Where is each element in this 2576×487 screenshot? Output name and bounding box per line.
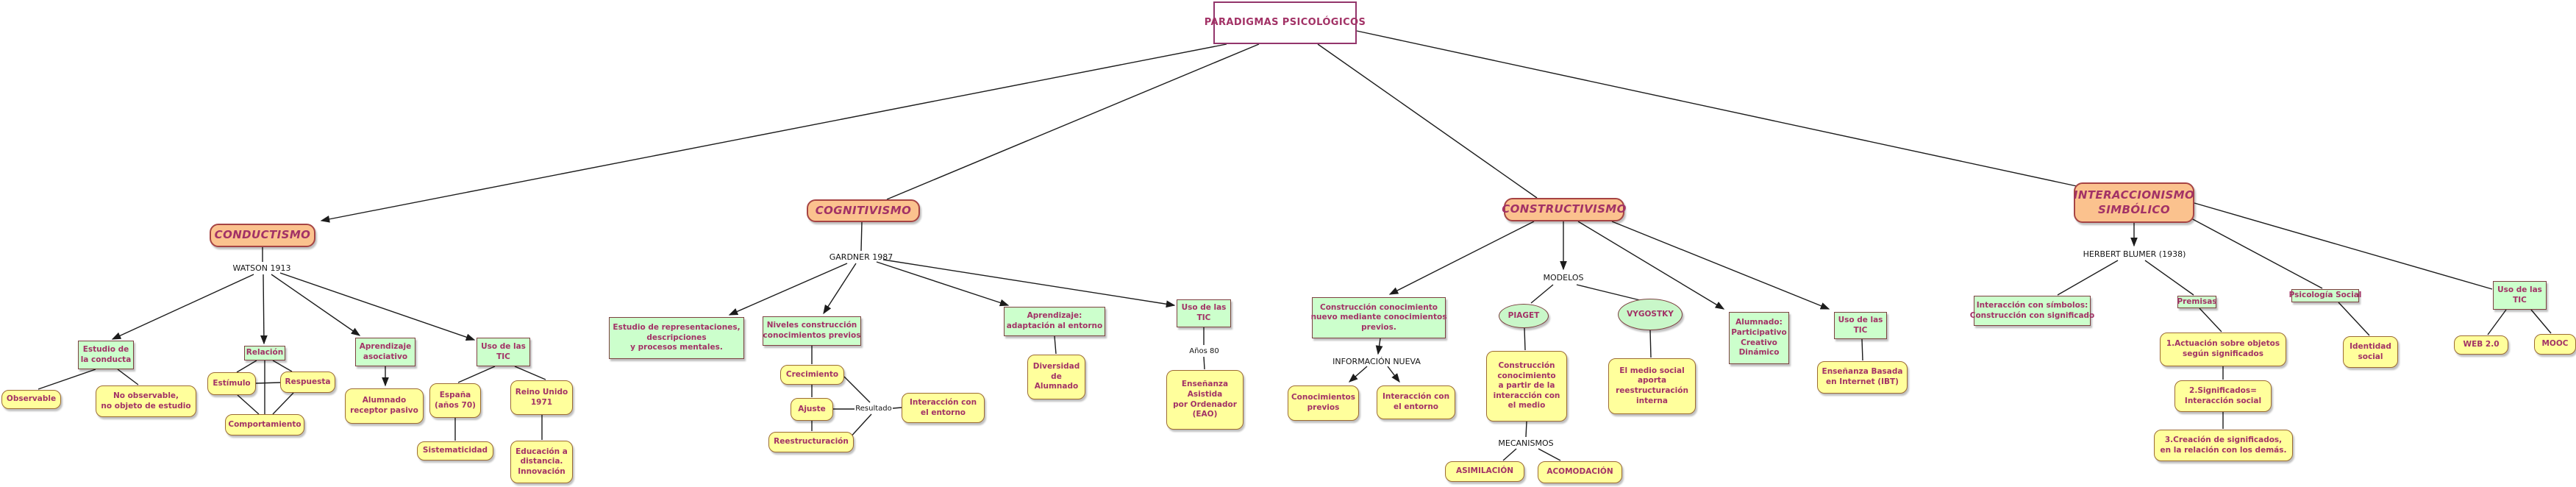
node-no-observable[interactable]: No observable, no objeto de estudio [96, 385, 196, 417]
node-interaccion-entorno-constructivismo[interactable]: Interacción con el entorno [1377, 385, 1455, 419]
node-premisas[interactable]: Premisas [2177, 296, 2217, 308]
link-label-herbert-blumer[interactable]: HERBERT BLUMER (1938) [2083, 249, 2186, 260]
link-label-watson-1913[interactable]: WATSON 1913 [232, 263, 291, 273]
node-alumnado-participativo[interactable]: Alumnado: Participativo Creativo Dinámic… [1729, 312, 1789, 364]
node-uso-tic-conductismo[interactable]: Uso de las TIC [477, 338, 530, 366]
node-estimulo[interactable]: Estímulo [207, 372, 256, 395]
node-construccion-interaccion-medio[interactable]: Construcción conocimiento a partir de la… [1486, 351, 1567, 422]
node-interaccionismo-simbolico[interactable]: INTERACCIONISMO SIMBÓLICO [2074, 182, 2194, 223]
node-premisa-2[interactable]: 2.Significados= Interacción social [2174, 380, 2272, 412]
node-interaccion-simbolos[interactable]: Interacción con símbolos: Construcción c… [1970, 296, 2094, 326]
node-piaget[interactable]: PIAGET [1499, 304, 1549, 328]
link-label-mecanismos[interactable]: MECANISMOS [1498, 438, 1554, 448]
node-aprendizaje-asociativo[interactable]: Aprendizaje asociativo [355, 338, 415, 366]
node-ajuste[interactable]: Ajuste [791, 398, 833, 421]
node-estudio-representaciones[interactable]: Estudio de representaciones, descripcion… [609, 317, 744, 359]
node-respuesta[interactable]: Respuesta [280, 372, 335, 393]
node-conductismo[interactable]: CONDUCTISMO [210, 224, 315, 247]
node-identidad-social[interactable]: Identidad social [2343, 336, 2398, 368]
node-construccion-conocimiento-nuevo[interactable]: Construcción conocimiento nuevo mediante… [1311, 297, 1446, 338]
node-aprendizaje-adaptacion[interactable]: Aprendizaje: adaptación al entorno [1004, 307, 1105, 336]
node-ibt[interactable]: Enseñanza Basada en Internet (IBT) [1817, 361, 1908, 394]
node-eao[interactable]: Enseñanza Asistida por Ordenador (EAO) [1166, 370, 1244, 430]
node-mooc[interactable]: MOOC [2534, 334, 2576, 355]
node-uso-tic-constructivismo[interactable]: Uso de las TIC [1834, 312, 1887, 339]
node-educacion-distancia[interactable]: Educación a distancia. Innovación [510, 441, 573, 483]
node-cognitivismo[interactable]: COGNITIVISMO [807, 199, 920, 222]
link-label-anos-80[interactable]: Años 80 [1189, 347, 1219, 355]
node-niveles-construccion[interactable]: Niveles construcción conocimientos previ… [763, 316, 861, 346]
link-label-informacion-nueva[interactable]: INFORMACIÓN NUEVA [1332, 357, 1421, 367]
node-alumnado-receptor-pasivo[interactable]: Alumnado receptor pasivo [345, 388, 424, 424]
node-crecimiento[interactable]: Crecimiento [780, 365, 844, 385]
node-relacion[interactable]: Relación [244, 346, 285, 360]
node-reino-unido-1971[interactable]: Reino Unido 1971 [510, 380, 573, 415]
node-conocimientos-previos[interactable]: Conocimientos previos [1288, 385, 1359, 421]
node-constructivismo[interactable]: CONSTRUCTIVISMO [1502, 198, 1626, 221]
node-estudio-conducta[interactable]: Estudio de la conducta [78, 341, 134, 369]
link-label-resultado[interactable]: Resultado [855, 404, 892, 413]
node-espana-anos-70[interactable]: España (años 70) [429, 383, 481, 418]
node-asimilacion[interactable]: ASIMILACIÓN [1445, 461, 1524, 482]
node-sistematicidad[interactable]: Sistematicidad [417, 441, 493, 461]
node-root-paradigmas[interactable]: PARADIGMAS PSICOLÓGICOS [1205, 1, 1366, 44]
node-psicologia-social[interactable]: Psicología Social [2289, 289, 2361, 302]
link-label-modelos[interactable]: MODELOS [1543, 272, 1584, 282]
node-interaccion-entorno-cognitivismo[interactable]: Interacción con el entorno [902, 393, 985, 423]
node-comportamiento[interactable]: Comportamiento [225, 414, 304, 436]
node-vygostky[interactable]: VYGOSTKY [1618, 299, 1683, 330]
node-uso-tic-cognitivismo[interactable]: Uso de las TIC [1177, 299, 1231, 327]
node-web-20[interactable]: WEB 2.0 [2454, 335, 2508, 355]
link-label-gardner-1987[interactable]: GARDNER 1987 [829, 252, 893, 262]
node-acomodacion[interactable]: ACOMODACIÓN [1538, 461, 1622, 483]
node-uso-tic-interaccionismo[interactable]: Uso de las TIC [2493, 281, 2547, 310]
node-premisa-1[interactable]: 1.Actuación sobre objetos según signific… [2160, 333, 2286, 366]
node-observable[interactable]: Observable [1, 390, 61, 409]
node-premisa-3[interactable]: 3.Creación de significados, en la relaci… [2154, 430, 2293, 461]
node-medio-social[interactable]: El medio social aporta reestructuración … [1608, 358, 1696, 414]
node-reestructuracion[interactable]: Reestructuración [768, 432, 854, 452]
node-diversidad-alumnado[interactable]: Diversidad de Alumnado [1027, 355, 1085, 399]
